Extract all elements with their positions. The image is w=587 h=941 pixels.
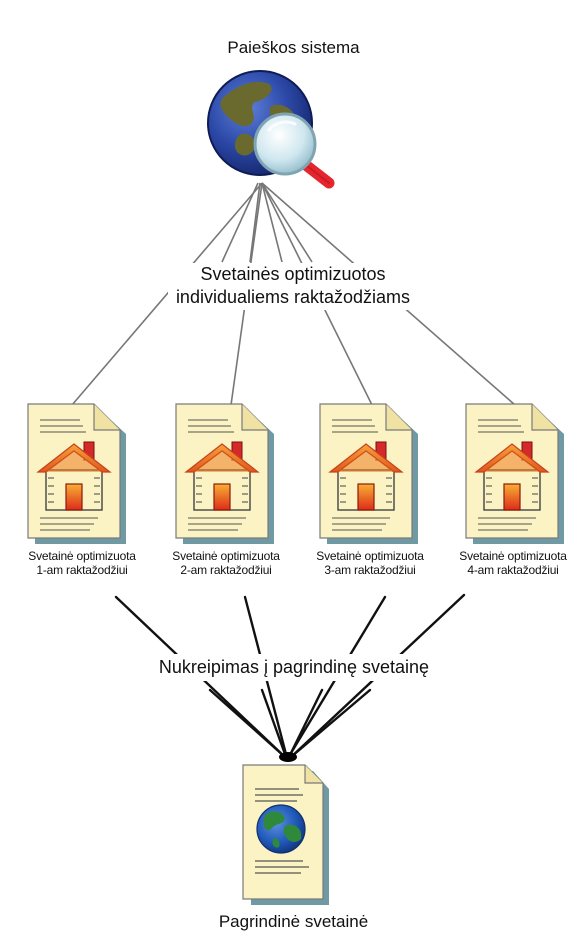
page-caption-4: Svetainė optimizuota 4-am raktažodžiui: [440, 549, 586, 578]
connector-line: [249, 182, 261, 263]
redirect-line: [260, 688, 288, 759]
globe-magnifier-icon: [207, 70, 335, 189]
page-caption-line2: 1-am raktažodžiui: [36, 562, 128, 577]
page-caption-line1: Svetainė optimizuota: [172, 549, 280, 563]
page-caption-line2: 3-am raktažodžiui: [324, 562, 416, 577]
page-caption-line1: Svetainė optimizuota: [459, 549, 567, 563]
redirect-line: [208, 688, 287, 759]
redirect-convergence-point: [279, 752, 297, 762]
optimized-sites-label-line1: Svetainės optimizuotos: [200, 264, 386, 284]
house-document-icon: [465, 403, 564, 544]
page-caption-1: Svetainė optimizuota 1-am raktažodžiui: [8, 549, 156, 578]
page-caption-2: Svetainė optimizuota 2-am raktažodžiui: [152, 549, 300, 578]
page-caption-line2: 2-am raktažodžiui: [180, 562, 272, 577]
search-engine-title: Paieškos sistema: [227, 38, 360, 57]
page-caption-line2: 4-am raktažodžiui: [467, 562, 559, 577]
house-document-icon: [175, 403, 274, 544]
page-caption-3: Svetainė optimizuota 3-am raktažodžiui: [296, 549, 444, 578]
main-site-label: Pagrindinė svetainė: [218, 912, 369, 931]
page-caption-line1: Svetainė optimizuota: [316, 549, 424, 563]
page-icons: [27, 403, 564, 544]
connector-line: [261, 182, 283, 263]
house-document-icon: [27, 403, 126, 544]
house-document-icon: [319, 403, 418, 544]
page-caption-line1: Svetainė optimizuota: [28, 549, 136, 563]
connector-line: [261, 182, 313, 263]
connector-line: [71, 182, 263, 406]
connector-line: [221, 182, 259, 263]
optimized-sites-label-line2: individualiems raktažodžiams: [175, 287, 411, 308]
globe-document-icon: [242, 764, 329, 905]
redirect-label: Nukreipimas į pagrindinę svetainę: [133, 654, 455, 681]
redirect-line: [289, 688, 372, 759]
optimized-sites-label: Svetainės optimizuotos individualiems ra…: [168, 263, 418, 310]
redirect-line: [287, 688, 324, 759]
